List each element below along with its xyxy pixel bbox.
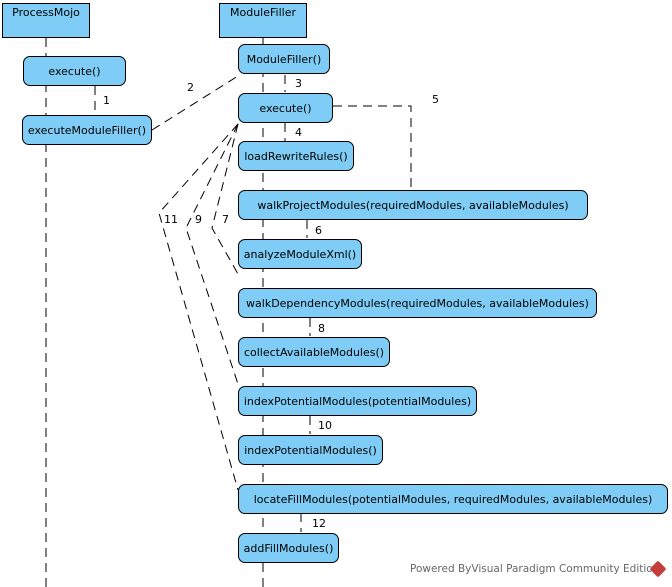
activation-label: execute()	[259, 101, 312, 115]
activation-processmojo-execute[interactable]: execute()	[23, 56, 126, 86]
activation-load-rewrite-rules[interactable]: loadRewriteRules()	[238, 141, 354, 171]
activation-analyze-module-xml[interactable]: analyzeModuleXml()	[238, 239, 362, 269]
activation-label: analyzeModuleXml()	[243, 247, 357, 261]
activation-label: execute()	[48, 64, 101, 78]
message-label-1: 1	[103, 94, 110, 107]
message-5-line	[333, 105, 412, 190]
activation-label: executeModuleFiller()	[27, 123, 147, 137]
message-9-line	[185, 123, 239, 385]
activation-add-fill-modules[interactable]: addFillModules()	[238, 533, 339, 563]
activation-label: ModuleFiller()	[246, 52, 322, 66]
activation-label: indexPotentialModules(potentialModules)	[243, 394, 472, 408]
message-label-2: 2	[187, 81, 194, 94]
activation-index-potential-modules[interactable]: indexPotentialModules()	[238, 435, 383, 465]
activation-label: locateFillModules(potentialModules, requ…	[253, 492, 653, 506]
activation-execute-module-filler[interactable]: executeModuleFiller()	[22, 115, 152, 145]
activation-walk-project-modules[interactable]: walkProjectModules(requiredModules, avai…	[238, 190, 588, 220]
activation-label: indexPotentialModules()	[244, 443, 377, 457]
lifeline-modulefiller-label: ModuleFiller	[230, 6, 296, 19]
activation-walk-dependency-modules[interactable]: walkDependencyModules(requiredModules, a…	[238, 288, 597, 318]
activation-index-potential-modules-param[interactable]: indexPotentialModules(potentialModules)	[238, 386, 477, 416]
activation-locate-fill-modules[interactable]: locateFillModules(potentialModules, requ…	[238, 484, 668, 514]
message-2-line	[151, 75, 239, 131]
activation-label: collectAvailableModules()	[243, 345, 385, 359]
activation-module-filler-constructor[interactable]: ModuleFiller()	[238, 44, 330, 74]
activation-label: loadRewriteRules()	[244, 149, 348, 163]
message-label-6: 6	[315, 224, 322, 237]
message-label-4: 4	[295, 126, 302, 139]
lifeline-processmojo-label: ProcessMojo	[12, 6, 80, 19]
message-label-11: 11	[164, 213, 178, 226]
message-label-10: 10	[318, 419, 332, 432]
message-label-8: 8	[318, 322, 325, 335]
lifeline-processmojo[interactable]: ProcessMojo	[2, 3, 90, 38]
message-7-line	[211, 123, 239, 275]
message-label-9: 9	[195, 213, 202, 226]
message-label-5: 5	[432, 93, 439, 106]
powered-by-footer: Powered ByVisual Paradigm Community Edit…	[410, 563, 660, 575]
activation-label: walkProjectModules(requiredModules, avai…	[257, 198, 569, 212]
activation-modulefiller-execute[interactable]: execute()	[238, 93, 333, 123]
message-11-line	[158, 123, 239, 491]
activation-label: addFillModules()	[243, 541, 334, 555]
lifeline-modulefiller[interactable]: ModuleFiller	[219, 3, 307, 38]
activation-label: walkDependencyModules(requiredModules, a…	[246, 296, 589, 310]
activation-collect-available-modules[interactable]: collectAvailableModules()	[238, 337, 390, 367]
message-label-3: 3	[295, 77, 302, 90]
message-label-12: 12	[312, 517, 326, 530]
message-label-7: 7	[222, 213, 229, 226]
